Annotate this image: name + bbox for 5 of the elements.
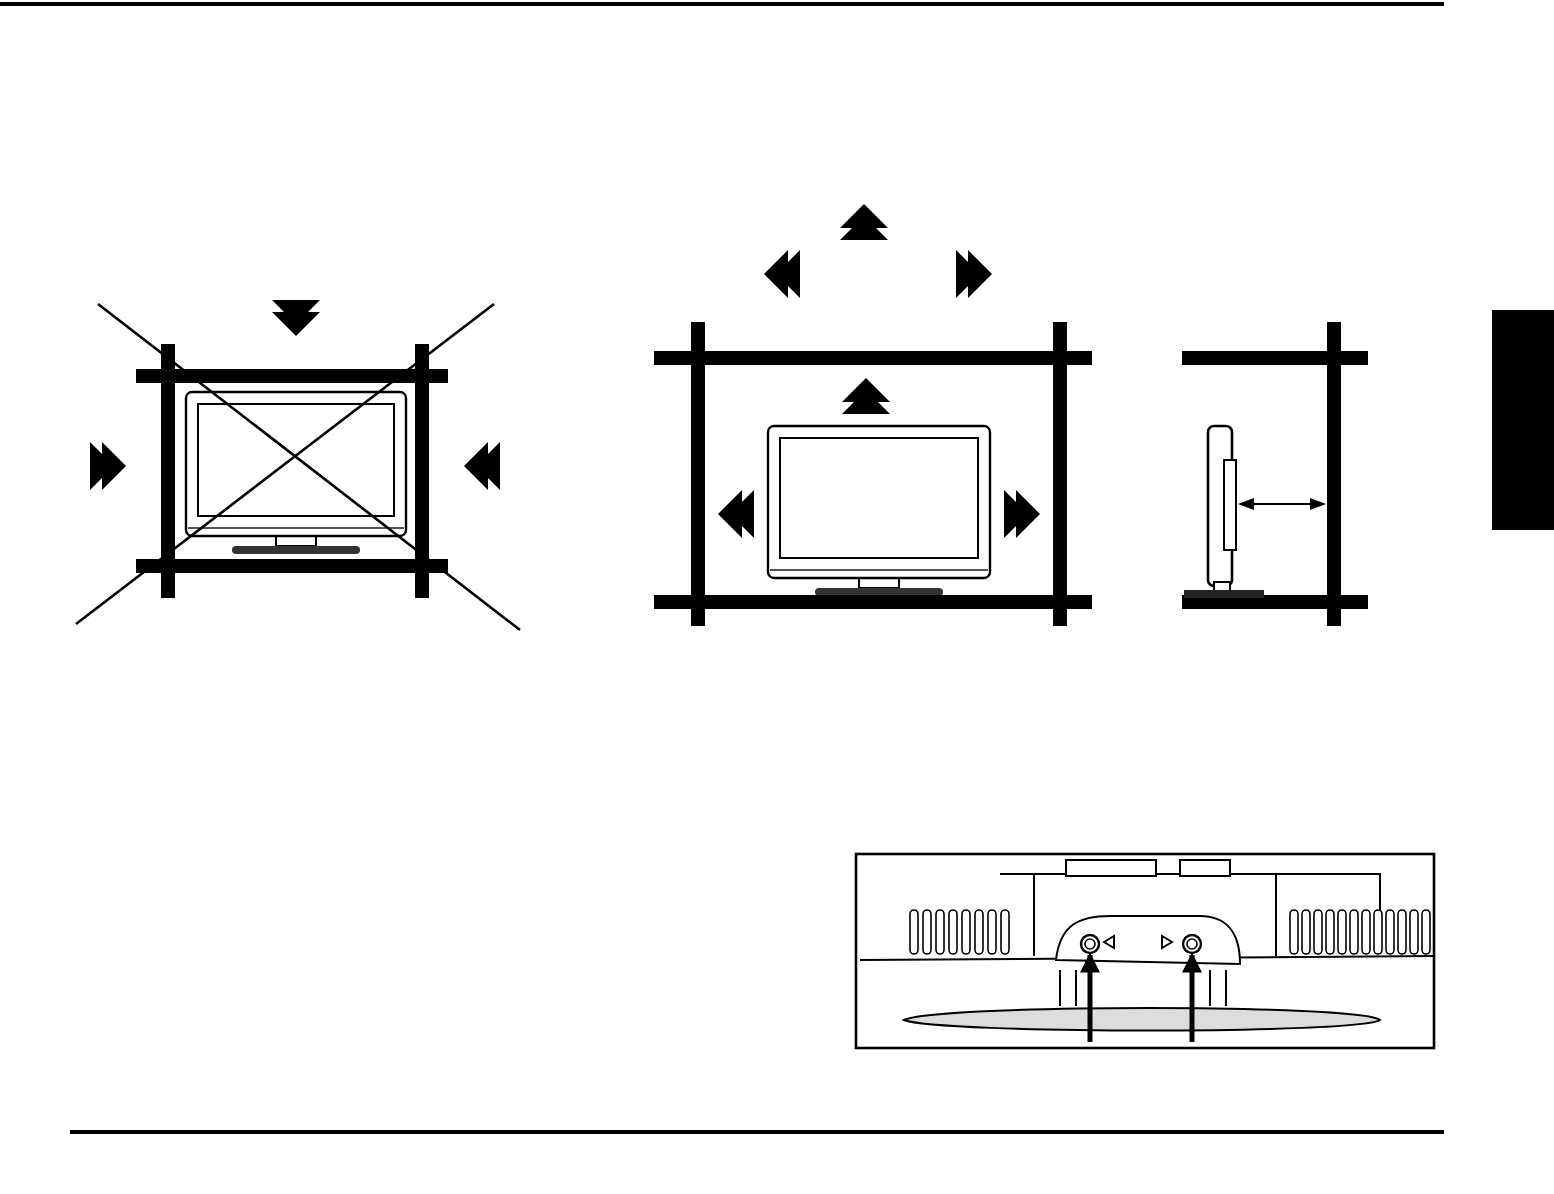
chapter-tab (1492, 310, 1554, 530)
arrow (1080, 952, 1100, 1042)
screw (1181, 933, 1203, 955)
screw (1079, 933, 1101, 955)
arrow (1182, 952, 1202, 1042)
